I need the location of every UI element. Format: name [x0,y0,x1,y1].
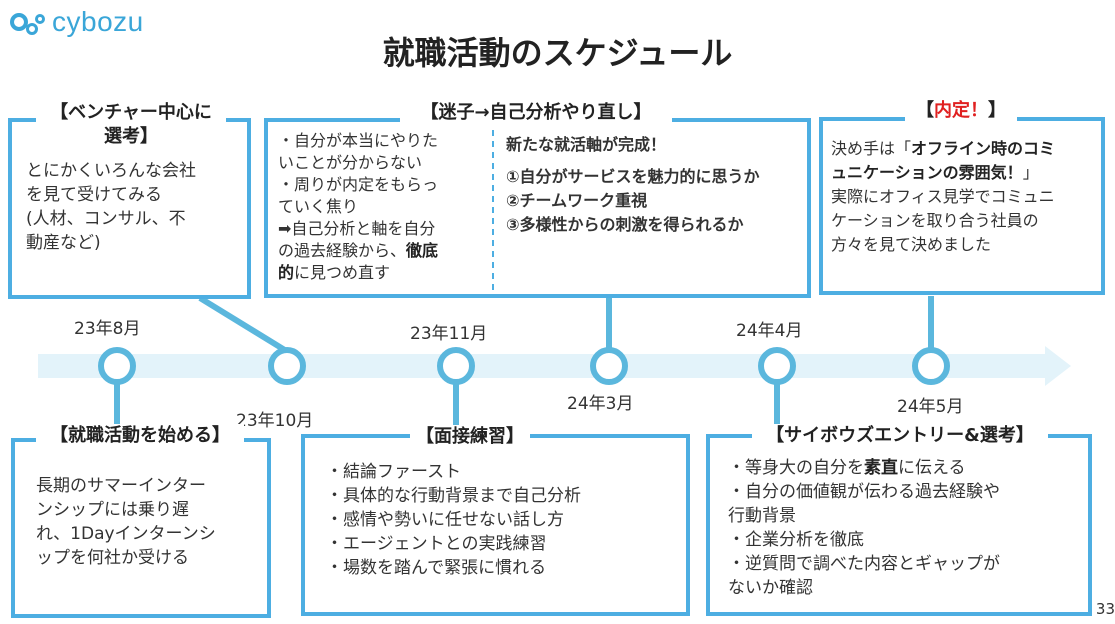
text-line: の過去経験から、徹底 [278,240,488,262]
list-item: ・感情や勢いに任せない話し方 [326,510,564,530]
bold-text: 徹底 [406,241,439,260]
date-label: 23年8月 [74,319,141,339]
bracket: 【 [916,100,934,121]
box-interview-title: 【面接練習】 [410,425,530,449]
text-span: 決め手は「 [831,139,912,158]
list-item: ・企業分析を徹底 [728,530,864,550]
list-item: ・自分の価値観が伝わる過去経験や [728,482,1000,502]
list-item: ・逆質問で調べた内容とギャップが [728,554,1000,574]
text-line: とにかくいろんな会社 [26,161,196,181]
text-line: ・自分が本当にやりた [278,131,439,150]
cybozu-logo: cybozu [10,6,144,38]
box-venture-title-line1: 【ベンチャー中心に [50,102,212,123]
axis-item: ①自分がサービスを魅力的に思うか [506,167,760,186]
bold-text: 的 [278,263,295,282]
text-line: ュニケーションの雰囲気！」 [831,161,1101,185]
text-line: ➡自己分析と軸を自分 [278,219,436,238]
text-line: 動産など) [26,233,101,253]
text-line: 決め手は「オフライン時のコミ [831,137,1101,161]
text-span: 」 [1022,163,1039,182]
text-line: ケーションを取り合う社員の [831,211,1039,230]
bold-text: オフライン時のコミ [911,139,1056,158]
box-venture-title: 【ベンチャー中心に 選考】 [36,101,226,149]
box-venture-title-line2: 選考】 [104,126,158,147]
text-line: 長期のサマーインター [36,476,206,496]
box-lost-title: 【迷子→自己分析やり直し】 [400,101,672,125]
timeline-node-6 [912,347,950,385]
box-cybozu-body: ・等身大の自分を素直に伝える ・自分の価値観が伝わる過去経験や 行動背景 ・企業… [728,456,1088,600]
box-lost [264,118,811,298]
text-line: れ、1Dayインターンシ [36,524,216,544]
text-span: ・等身大の自分を [728,458,864,478]
page-title: 就職活動のスケジュール [382,34,733,72]
date-label: 24年3月 [567,394,634,414]
bold-text: 素直 [864,458,898,478]
text-span: の過去経験から、 [278,241,407,260]
date-label: 23年11月 [410,324,488,344]
list-item: ・具体的な行動背景まで自己分析 [326,486,581,506]
text-line: を見て受けてみる [26,185,162,205]
list-item: ・結論ファースト [326,462,462,482]
box-venture-body: とにかくいろんな会社 を見て受けてみる (人材、コンサル、不 動産など) [26,159,246,255]
text-line: (人材、コンサル、不 [26,209,186,229]
text-line: 方々を見て決めました [831,235,992,254]
axis-item: ③多様性からの刺激を得られるか [506,215,744,234]
timeline-node-4 [590,347,628,385]
bracket: 】 [988,100,1006,121]
page-number: 33 [1095,600,1115,618]
list-item: 行動背景 [728,506,796,526]
date-label: 24年4月 [736,321,803,341]
box-offer-title: 【内定！】 [905,99,1017,123]
text-line: ンシップには乗り遅 [36,500,189,520]
box-cybozu-title: 【サイボウズエントリー&選考】 [752,424,1048,448]
timeline-node-5 [758,347,796,385]
list-item: ・エージェントとの実践練習 [326,534,547,554]
date-label: 23年10月 [236,411,314,431]
text-line: いことが分からない [278,153,423,172]
text-span: に見つめ直す [294,263,391,282]
axis-heading: 新たな就活軸が完成！ [506,135,667,154]
logo-text: cybozu [52,6,144,37]
timeline-node-2 [268,347,306,385]
text-line: ・周りが内定をもらっ [278,175,439,194]
list-item: ・場数を踏んで緊張に慣れる [326,558,547,578]
text-span: に伝える [898,458,966,478]
text-line: ていく焦り [278,197,359,216]
box-lost-right: 新たな就活軸が完成！ ①自分がサービスを魅力的に思うか ②チームワーク重視 ③多… [506,133,806,237]
bold-text: ュニケーションの雰囲気！ [831,163,1023,182]
timeline-node-3 [437,347,475,385]
logo-circles-icon [10,7,50,37]
offer-word: 内定！ [934,100,988,121]
date-label: 24年5月 [897,397,964,417]
text-line: 的に見つめ直す [278,262,488,284]
connector-venture [198,295,290,355]
box-lost-left: ・自分が本当にやりた いことが分からない ・周りが内定をもらっ ていく焦り ➡自… [278,130,488,284]
box-interview-body: ・結論ファースト ・具体的な行動背景まで自己分析 ・感情や勢いに任せない話し方 … [326,460,686,580]
list-item: ・等身大の自分を素直に伝える [728,456,1088,480]
box-offer-body: 決め手は「オフライン時のコミ ュニケーションの雰囲気！」 実際にオフィス見学でコ… [831,137,1101,257]
box-lost-divider [492,130,494,294]
box-start-body: 長期のサマーインター ンシップには乗り遅 れ、1Dayインターンシ ップを何社か… [36,474,266,570]
axis-item: ②チームワーク重視 [506,191,648,210]
text-line: ップを何社か受ける [36,548,189,568]
box-interview [301,434,690,616]
box-start-title: 【就職活動を始める】 [36,424,244,448]
list-item: ないか確認 [728,578,813,598]
text-line: 実際にオフィス見学でコミュニ [831,187,1055,206]
timeline-node-1 [98,347,136,385]
